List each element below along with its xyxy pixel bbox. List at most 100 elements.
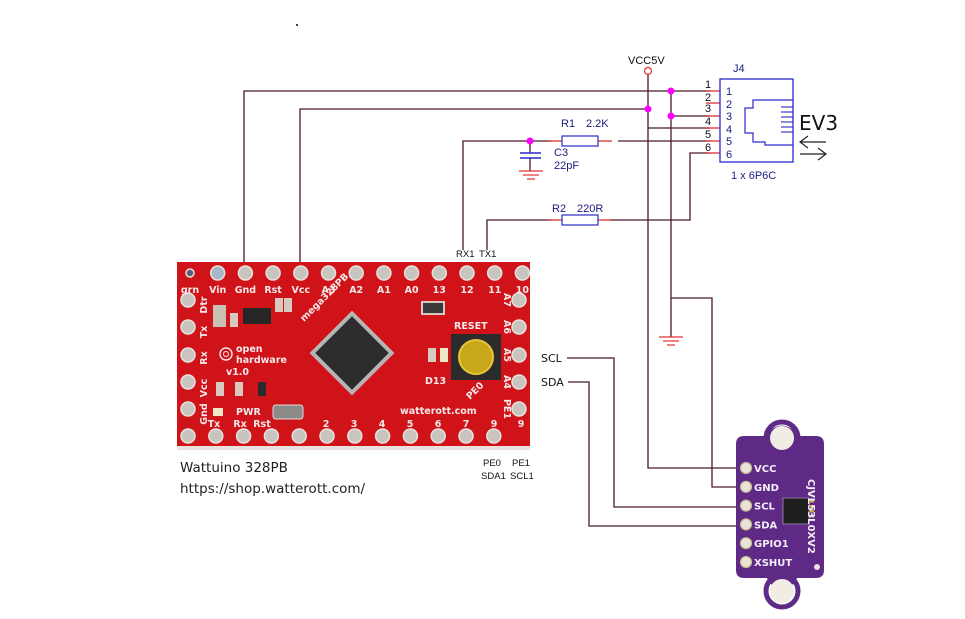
top-header [185,265,531,281]
board-url[interactable]: https://shop.watterott.com/ [180,481,366,497]
ground-symbol [659,336,683,346]
header-pin-hole [180,428,196,444]
bottom-pin-label: Tx [208,419,221,430]
right-pin-label: A6 [501,320,512,334]
header-pin-hole [320,265,337,281]
header-pin-hole [430,428,446,444]
sensor-chip-pads [810,500,814,518]
d13-led [440,348,448,362]
header-pin-hole [319,428,335,444]
smd-part [235,382,243,396]
top-pin-label: 11 [488,285,501,296]
sensor-pin-label: XSHUT [754,558,792,569]
reset-label: RESET [454,321,488,332]
j4-wire-5: 5 [705,129,711,141]
sensor-name: CJVL53L0XV2 [805,479,816,554]
pwr-led [213,408,223,416]
pwr-label: PWR [236,407,261,418]
sensor-pin-label: VCC [754,464,776,475]
left-pin-label: Tx [199,326,210,339]
board-edge [177,446,530,450]
wire-vcc5v-rail [647,74,740,469]
j4-ref: J4 [733,63,745,75]
r1-ref: R1 [561,118,575,130]
connector-j4[interactable]: J4 1 2 3 4 5 6 1 2 3 4 5 6 1 x 6P6C [705,63,794,182]
rj-jack-icon [744,99,793,146]
pe1-label: PE1 [512,458,530,469]
c3-ref: C3 [554,147,568,159]
resistor-r2[interactable]: R2 220R [552,203,603,226]
top-pin-label: 10 [516,285,530,296]
smd-part [216,382,224,396]
top-pin-label: Vcc [291,285,310,296]
j4-pin-3: 3 [726,111,732,123]
wire-gnd-to-sensor [671,297,740,488]
header-pin-hole [180,374,196,390]
bottom-pin-label: 5 [407,419,414,430]
d13-resistor [428,348,436,362]
resistor-r1[interactable]: R1 2.2K [561,118,609,147]
resistor-icon [561,135,599,147]
smd-capacitor [213,305,226,327]
bottom-pin-label: 9 [518,419,525,430]
header-pin-hole [514,265,531,281]
scl1-label: SCL1 [510,471,534,482]
j4-wire-3: 3 [705,103,711,115]
ev3-label: EV3 [799,111,838,135]
reset-button[interactable] [451,334,501,380]
bottom-pin-label: 2 [323,419,330,430]
header-pin-hole [459,265,475,281]
header-pin-hole [265,265,281,281]
right-pin-label: PE1 [501,399,512,419]
header-pin-hole [511,347,527,363]
header-pin-hole [511,401,527,417]
board-caption: Wattuino 328PB https://shop.watterott.co… [180,458,365,500]
header-pin-hole [402,428,419,444]
rx1-label: RX1 [456,249,474,260]
bottom-pin-label: 4 [379,419,386,430]
sda1-label: SDA1 [481,471,506,482]
sensor-pcb [736,425,824,589]
header-pin-hole [511,292,527,308]
sensor-pin-pad [739,480,753,493]
mcu-package [315,316,389,390]
header-pin-hole [209,265,226,281]
wires [243,74,740,527]
bidirectional-arrow-icon [799,135,827,161]
header-pin-hole [180,401,196,417]
sensor-pin-pad [739,537,753,550]
header-pin-hole [348,265,364,281]
c3-value: 22pF [554,160,579,172]
version-label: v1.0 [226,367,249,378]
top-pin-label: grn [181,285,199,296]
right-pin-label: A4 [501,375,512,389]
bottom-pin-label: 7 [463,419,470,430]
sensor-pin-label: SCL [754,502,776,513]
top-pin-label: Vin [209,285,226,296]
left-pin-label: Vcc [199,379,210,398]
top-pin-label: 12 [460,285,473,296]
resistor-icon [561,214,599,226]
header-pin-hole [235,428,252,444]
header-pin-hole [486,265,503,281]
mcu-chip [309,310,395,396]
capacitor-c3[interactable]: C3 22pF [519,147,579,180]
sensor-pin-label: SDA [754,520,778,531]
sensor-pin-pad [739,518,753,531]
via [814,564,820,570]
wire-r2-to-pin6 [610,152,710,221]
j4-type-label: 1 x 6P6C [731,170,776,182]
vcc5v-label: VCC5V [628,55,665,67]
tx1-label: TX1 [479,249,496,260]
smd-part [258,382,266,396]
site-label: watterott.com [400,406,477,417]
sensor-pin-label: GPIO1 [754,539,789,550]
right-header [511,292,527,417]
logo-line1: open [236,344,263,355]
wire-sda [568,381,740,527]
